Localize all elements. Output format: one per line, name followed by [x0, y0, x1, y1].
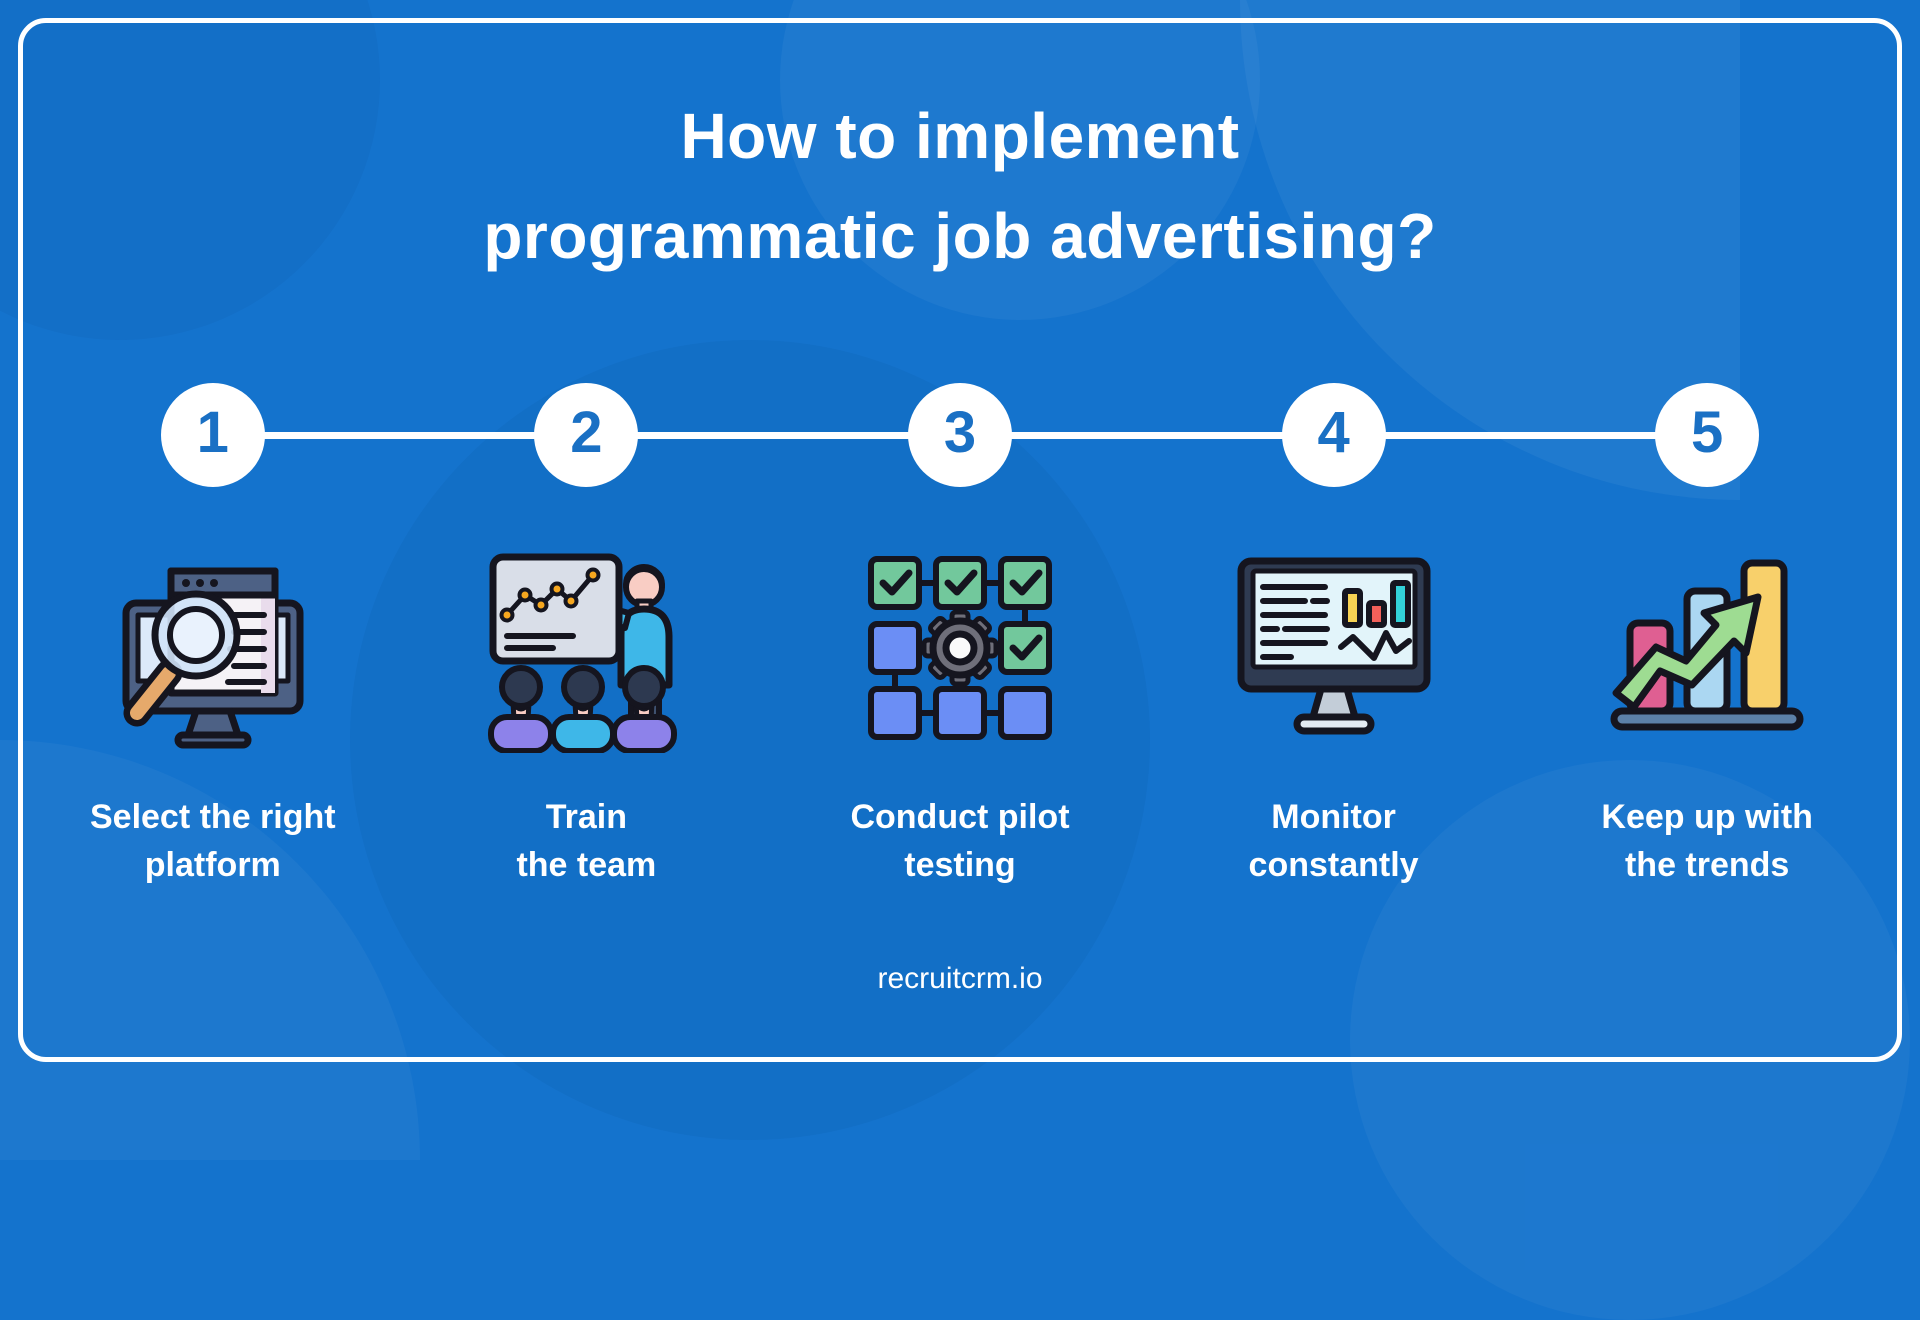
footer-brand: recruitcrm.io	[877, 962, 1043, 995]
pilot-testing-flowchart-icon	[867, 556, 1052, 740]
step-item-3: 3	[773, 383, 1147, 889]
step-number: 3	[943, 400, 977, 465]
step-number: 4	[1317, 400, 1350, 465]
step-number-circle: 4	[1281, 383, 1386, 487]
step-number-circle: 2	[534, 383, 639, 487]
trends-chart-icon	[1610, 559, 1804, 731]
step-label: Select the right platform	[89, 798, 336, 884]
pilot-testing-flowchart-icon	[855, 543, 1065, 753]
trends-chart-icon	[1602, 543, 1812, 753]
team-training-icon	[488, 553, 678, 753]
step-number: 2	[570, 400, 603, 465]
step-item-2: 2	[400, 383, 774, 889]
step-label: Monitor constantly	[1248, 798, 1419, 884]
timeline: 1	[26, 383, 1894, 889]
step-item-5: 5 Keep up with the trends	[1520, 383, 1894, 889]
step-number-circle: 1	[160, 383, 265, 487]
step-number-circle: 5	[1655, 383, 1760, 487]
step-label: Keep up with the trends	[1601, 798, 1813, 884]
platform-search-icon	[122, 567, 304, 749]
step-item-4: 4 Monitor constantly	[1147, 383, 1521, 889]
step-label: Train the team	[516, 798, 657, 884]
page-title: How to implement programmatic job advert…	[483, 100, 1437, 272]
step-item-1: 1	[26, 383, 400, 889]
platform-search-icon	[108, 543, 318, 753]
step-number-circle: 3	[907, 383, 1012, 487]
step-number: 1	[196, 400, 229, 465]
monitoring-dashboard-icon	[1237, 557, 1431, 735]
team-training-icon	[481, 543, 691, 753]
step-number: 5	[1691, 400, 1724, 465]
step-label: Conduct pilot testing	[850, 798, 1070, 884]
monitoring-dashboard-icon	[1229, 543, 1439, 753]
